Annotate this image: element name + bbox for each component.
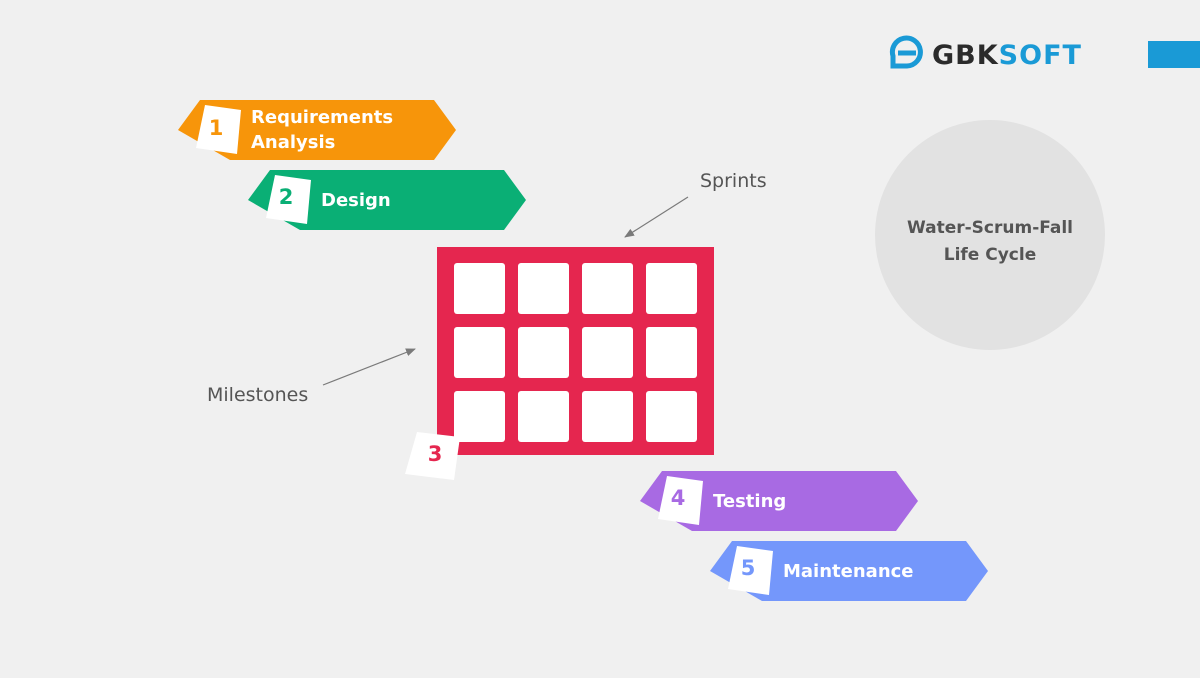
- sprint-cell: [454, 327, 505, 378]
- step-3-badge: [405, 432, 460, 480]
- step-1-banner: 1 Requirements Analysis: [178, 100, 456, 160]
- sprint-cell: [646, 391, 697, 442]
- sprint-cell: [646, 263, 697, 314]
- sprint-cell: [582, 263, 633, 314]
- step-4-shape: [640, 471, 918, 531]
- sprint-cell: [582, 391, 633, 442]
- step-4-number: 4: [671, 486, 686, 510]
- brand-name-suffix: SOFT: [999, 40, 1082, 71]
- milestones-arrow: [322, 348, 416, 386]
- sprint-cell: [454, 391, 505, 442]
- lifecycle-title-line1: Water-Scrum-Fall: [907, 218, 1073, 238]
- step-2-banner: 2 Design: [248, 170, 526, 230]
- step-2-shape: [248, 170, 526, 230]
- step-1-label-line2: Analysis: [251, 132, 335, 153]
- lifecycle-title-line2: Life Cycle: [944, 245, 1037, 265]
- sprint-cell: [646, 327, 697, 378]
- sprints-arrow: [624, 196, 689, 238]
- step-1-badge: [196, 105, 241, 154]
- brand-logo: GBKSOFT: [889, 35, 1200, 71]
- step-3-number: 3: [428, 442, 443, 466]
- sprint-grid: [437, 247, 714, 455]
- milestones-label: Milestones: [207, 384, 308, 406]
- step-2-label: Design: [321, 190, 391, 211]
- step-2-number: 2: [279, 185, 294, 209]
- step-5-badge: [728, 546, 773, 595]
- step-1-number: 1: [209, 116, 224, 140]
- step-5-number: 5: [741, 556, 756, 580]
- sprint-cell: [518, 327, 569, 378]
- lifecycle-circle-shape: [875, 120, 1105, 350]
- step-3-marker: 3: [405, 432, 460, 480]
- step-5-shape: [710, 541, 988, 601]
- sprint-cell: [582, 327, 633, 378]
- sprint-cell: [518, 263, 569, 314]
- step-2-badge: [266, 175, 311, 224]
- brand-name: GBKSOFT: [932, 40, 1082, 71]
- step-1-label-line1: Requirements: [251, 107, 393, 128]
- step-4-banner: 4 Testing: [640, 471, 918, 531]
- step-5-label: Maintenance: [783, 561, 914, 582]
- brand-name-prefix: GBK: [932, 40, 999, 71]
- brand-logo-icon: [889, 35, 923, 69]
- brand-accent-bar: [1148, 41, 1200, 68]
- step-5-banner: 5 Maintenance: [710, 541, 988, 601]
- step-1-shape: [178, 100, 456, 160]
- sprint-cell: [454, 263, 505, 314]
- step-4-badge: [658, 476, 703, 525]
- sprints-label: Sprints: [700, 170, 767, 192]
- step-4-label: Testing: [713, 491, 786, 512]
- sprint-grid-cells: [454, 263, 697, 442]
- lifecycle-circle: Water-Scrum-Fall Life Cycle: [875, 120, 1105, 350]
- sprint-cell: [518, 391, 569, 442]
